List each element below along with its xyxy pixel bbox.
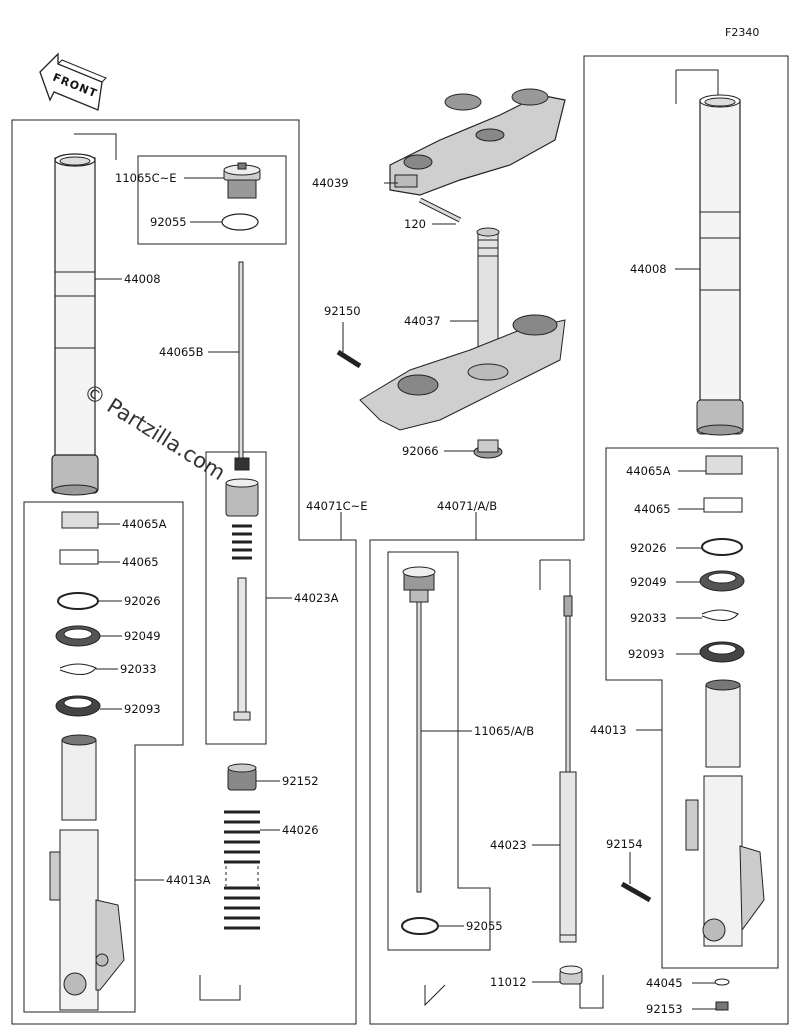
label-44065a-left: 44065A	[122, 517, 167, 531]
bolt-92154	[620, 881, 652, 903]
label-92152: 92152	[282, 774, 319, 788]
bolt-92150	[336, 349, 362, 369]
label-92033-right: 92033	[630, 611, 667, 625]
o-ring-right	[401, 917, 439, 935]
seal-stack-left	[55, 511, 101, 717]
nut-92152	[227, 763, 257, 791]
label-44071ab: 44071/A/B	[437, 499, 497, 513]
left-assembly-box	[11, 119, 357, 1025]
label-44008-left: 44008	[124, 272, 161, 286]
watermark: © Partzilla.com	[79, 379, 229, 485]
label-92055-left: 92055	[150, 215, 187, 229]
bottom-leader-left	[199, 975, 241, 1001]
label-44071ce: 44071C~E	[306, 499, 368, 513]
upper-triple-clamp	[389, 88, 566, 196]
label-44065-left: 44065	[122, 555, 159, 569]
label-92154: 92154	[606, 837, 643, 851]
seal-stack-right	[699, 455, 745, 663]
label-92026-left: 92026	[124, 594, 161, 608]
label-92026-right: 92026	[630, 541, 667, 555]
label-11065ab: 11065/A/B	[474, 724, 534, 738]
outer-tube-right	[685, 679, 765, 947]
label-92093-left: 92093	[124, 702, 161, 716]
nut-92066	[473, 439, 503, 459]
label-92153: 92153	[646, 1002, 683, 1016]
reference-code: F2340	[725, 26, 759, 39]
label-92049-left: 92049	[124, 629, 161, 643]
fork-cap-bolt-left	[223, 162, 261, 199]
bolt-92153	[715, 1001, 729, 1011]
label-44065-right: 44065	[634, 502, 671, 516]
label-92049-right: 92049	[630, 575, 667, 589]
top-leader-right	[676, 69, 719, 96]
right-cartridge-box	[387, 551, 491, 951]
label-92093-right: 92093	[628, 647, 665, 661]
cap-11012	[559, 965, 583, 985]
label-11065ce: 11065C~E	[115, 171, 177, 185]
leader-lines	[95, 177, 716, 1010]
front-arrow-icon: FRONT	[39, 52, 107, 111]
damper-top-leader	[540, 559, 571, 600]
outer-tube-left	[49, 734, 125, 1011]
label-44039: 44039	[312, 176, 349, 190]
steering-stem	[359, 227, 566, 431]
label-92150: 92150	[324, 304, 361, 318]
label-92066: 92066	[402, 444, 439, 458]
cartridge-parts-left	[225, 457, 259, 721]
left-cap-box	[137, 155, 287, 245]
top-leader-left	[74, 133, 117, 160]
right-outer-tube-box	[605, 447, 779, 969]
bottom-leader-right	[424, 984, 446, 1007]
spring-44026	[224, 810, 260, 930]
label-92033-left: 92033	[120, 662, 157, 676]
label-44023a: 44023A	[294, 591, 339, 605]
left-outer-tube-box	[23, 501, 184, 1013]
label-44045: 44045	[646, 976, 683, 990]
label-44013a: 44013A	[166, 873, 211, 887]
label-92055-right: 92055	[466, 919, 503, 933]
label-44026: 44026	[282, 823, 319, 837]
inner-tube-left	[51, 153, 99, 496]
damper-44023	[559, 595, 577, 943]
right-assembly-box	[369, 55, 789, 1025]
bolt-120	[418, 197, 462, 223]
rod-left	[238, 261, 244, 459]
label-44023: 44023	[490, 838, 527, 852]
label-44065b: 44065B	[159, 345, 204, 359]
label-44037: 44037	[404, 314, 441, 328]
washer-44045	[714, 978, 730, 986]
label-44013: 44013	[590, 723, 627, 737]
bottom-leader-right2	[579, 975, 604, 1009]
label-120: 120	[404, 217, 426, 231]
o-ring-left	[221, 213, 259, 231]
label-11012: 11012	[490, 975, 527, 989]
label-44008-right: 44008	[630, 262, 667, 276]
fork-cap-bolt-right	[402, 566, 436, 893]
inner-tube-right	[696, 94, 744, 436]
part-labels: 11065C~E 92055 44008 44065B 44065A 44065…	[115, 171, 683, 1016]
label-44065a-right: 44065A	[626, 464, 671, 478]
